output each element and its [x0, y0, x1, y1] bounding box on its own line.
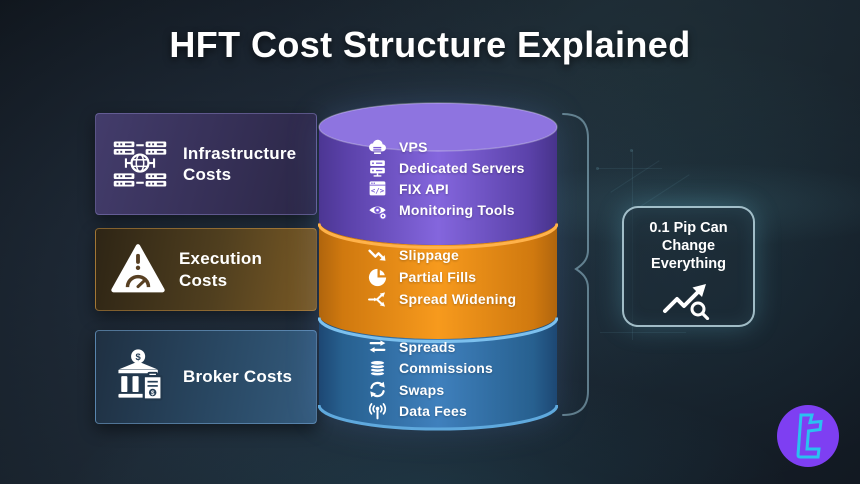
category-label: Execution Costs: [179, 249, 263, 290]
cost-cylinder-stack: [318, 102, 558, 431]
item-label: Swaps: [399, 381, 445, 398]
server-rack-icon: [370, 160, 385, 177]
group-bracket: [562, 113, 589, 416]
code-window-icon: </>: [369, 181, 386, 196]
circular-arrows-icon: [370, 381, 385, 398]
split-arrows-icon: [368, 291, 386, 307]
list-item: Swaps: [367, 379, 493, 401]
broker-items-list: Spreads Commissions Swaps: [367, 336, 493, 422]
warning-gauge-icon: [111, 243, 165, 292]
segment-execution: [319, 221, 557, 339]
list-item: Slippage: [367, 244, 516, 266]
pie-chart-icon: [368, 268, 387, 286]
network-servers-icon: [113, 141, 167, 187]
bank-receipt-icon: $ $: [118, 349, 163, 401]
coin-stack-icon: [369, 359, 386, 377]
item-label: Slippage: [399, 247, 459, 263]
svg-text:$: $: [151, 390, 155, 397]
brand-logo: [777, 405, 839, 467]
trend-magnifier-icon: [662, 284, 709, 321]
category-panel-infrastructure: Infrastructure Costs: [95, 113, 317, 215]
item-label: VPS: [399, 138, 428, 155]
downtrend-arrow-icon: [368, 249, 386, 261]
callout-text: 0.1 Pip Can Change Everything: [649, 220, 728, 273]
callout-box: 0.1 Pip Can Change Everything: [622, 206, 755, 327]
page-title: HFT Cost Structure Explained: [169, 24, 691, 65]
execution-items-list: Slippage Partial Fills Spread Widening: [367, 244, 516, 310]
monitoring-eye-icon: [369, 206, 387, 220]
circuit-line: [600, 332, 686, 333]
circuit-line: [598, 168, 662, 169]
category-label: Infrastructure Costs: [183, 143, 297, 184]
list-item: Commissions: [367, 358, 493, 380]
infrastructure-items-list: VPS Dedicated Servers </> FIX API: [367, 136, 525, 221]
data-signal-icon: [368, 402, 387, 420]
list-item: Partial Fills: [367, 266, 516, 288]
item-label: FIX API: [399, 180, 449, 197]
circuit-line: [640, 174, 690, 207]
list-item: Data Fees: [367, 401, 493, 423]
item-label: Dedicated Servers: [399, 159, 525, 176]
item-label: Spreads: [399, 338, 456, 355]
category-panel-execution: Execution Costs: [95, 228, 317, 311]
item-label: Monitoring Tools: [399, 202, 515, 219]
circuit-node: [630, 149, 633, 152]
list-item: Dedicated Servers: [367, 157, 525, 178]
category-label: Broker Costs: [183, 367, 293, 387]
list-item: VPS: [367, 136, 525, 157]
list-item: Spread Widening: [367, 288, 516, 310]
brand-logo-glyph: [796, 413, 823, 459]
item-label: Partial Fills: [399, 269, 477, 285]
circuit-node: [596, 167, 599, 170]
list-item: Monitoring Tools: [367, 200, 525, 221]
category-panel-broker: $ $ Broker Costs: [95, 330, 317, 424]
list-item: </> FIX API: [367, 178, 525, 199]
cloud-server-icon: [369, 139, 386, 155]
svg-text:$: $: [136, 352, 142, 362]
swap-horizontal-icon: [369, 340, 386, 353]
item-label: Spread Widening: [399, 291, 517, 307]
item-label: Commissions: [399, 360, 493, 377]
list-item: Spreads: [367, 336, 493, 358]
svg-text:</>: </>: [371, 186, 385, 195]
item-label: Data Fees: [399, 403, 467, 420]
segment-infrastructure: [319, 127, 557, 245]
